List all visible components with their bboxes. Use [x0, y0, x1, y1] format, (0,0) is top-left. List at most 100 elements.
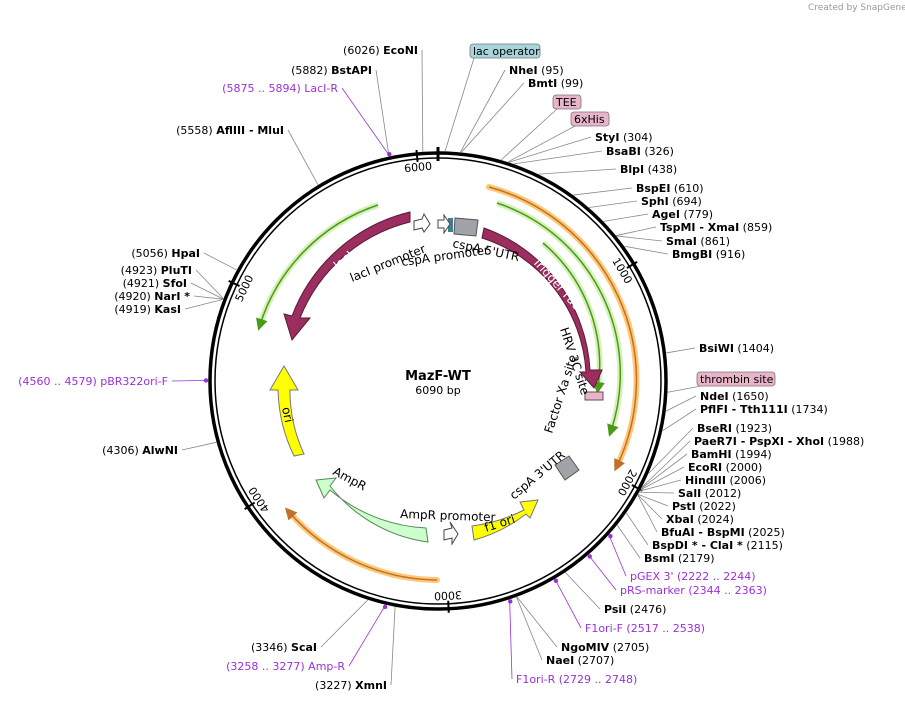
leader-line — [608, 534, 627, 577]
laci-arrow — [283, 211, 411, 342]
site-label: (4921) SfoI — [123, 277, 187, 290]
primer-label: (5875 .. 5894) LacI-R — [222, 82, 338, 95]
leader-line — [573, 187, 633, 196]
site-label: PsiI (2476) — [604, 603, 666, 616]
tick-label-3000: 3000 — [434, 588, 463, 602]
leader-line — [508, 136, 592, 163]
site-label: SalI (2012) — [678, 487, 741, 500]
site-label: BmtI (99) — [528, 77, 583, 90]
ampr-promoter-arrow — [443, 521, 459, 546]
leader-line — [637, 493, 669, 507]
leader-line — [603, 213, 649, 222]
leader-line — [513, 150, 603, 165]
site-label: BspEI (610) — [636, 182, 704, 195]
leader-line — [193, 295, 224, 300]
leader-line — [626, 512, 649, 546]
leader-line — [460, 69, 506, 153]
leader-line — [444, 57, 475, 152]
leader-line — [538, 168, 617, 175]
site-label: AgeI (779) — [652, 208, 713, 221]
cspa-3utr-box — [554, 455, 580, 481]
site-label: XbaI (2024) — [666, 513, 734, 526]
site-label: (5882) BstAPI — [291, 64, 372, 77]
primer-label: pRS-marker (2344 .. 2363) — [620, 584, 767, 597]
site-label: PflFI - Tth111I (1734) — [700, 403, 828, 416]
leader-line — [616, 524, 641, 559]
tick-5000 — [228, 279, 240, 287]
primer-label: pGEX 3' (2222 .. 2244) — [630, 570, 756, 583]
feature-box — [552, 94, 582, 110]
leader-line — [190, 282, 224, 300]
leader-line — [181, 441, 217, 451]
site-label: BseRI (1923) — [697, 422, 772, 435]
site-label: EcoRI (2000) — [688, 461, 762, 474]
orf-arcs — [285, 184, 640, 583]
leader-line — [341, 87, 391, 157]
leader-line — [348, 604, 386, 667]
leader-line — [637, 494, 663, 520]
primer-label: F1ori-R (2729 .. 2748) — [516, 673, 637, 686]
tick-4000 — [244, 501, 256, 511]
site-label: (5558) AflIII - MluI — [176, 124, 284, 137]
leader-line — [320, 599, 369, 648]
site-label: SmaI (861) — [666, 235, 730, 248]
leader-line — [516, 597, 543, 661]
snapgene-credit: Created by SnapGene — [808, 3, 905, 13]
leader-line — [461, 82, 525, 153]
primer-mark — [387, 151, 392, 157]
leader-line — [565, 572, 601, 610]
primer-label: (3258 .. 3277) Amp-R — [226, 660, 345, 673]
leader-line — [588, 200, 638, 208]
lac-operator-mark — [448, 218, 453, 232]
leader-line — [509, 599, 513, 680]
trigger-factor-arrow — [481, 227, 603, 389]
leader-line — [507, 125, 576, 163]
tick-label-6000: 6000 — [404, 160, 433, 176]
primer-mark — [203, 378, 209, 383]
leader-line — [500, 108, 558, 161]
leader-line — [639, 479, 682, 492]
leader-line — [637, 494, 658, 533]
ori-label: ori — [279, 406, 296, 424]
feature-box-label: thrombin site — [700, 373, 774, 386]
site-label: (4920) NarI * — [114, 290, 190, 303]
plasmid-size: 6090 bp — [415, 384, 460, 397]
site-label: NdeI (1650) — [700, 390, 769, 403]
site-label: StyI (304) — [595, 131, 653, 144]
primer-mark — [382, 604, 388, 610]
leader-lines — [171, 49, 702, 686]
site-label: (3227) XmnI — [315, 679, 387, 692]
feature-box — [696, 371, 776, 387]
leader-line — [195, 269, 224, 299]
leader-line — [641, 453, 688, 489]
leader-line — [390, 606, 396, 686]
tick-6000 — [415, 149, 419, 163]
tick-1000 — [626, 261, 638, 269]
site-label: (5056) HpaI — [131, 247, 200, 260]
leader-line — [666, 347, 696, 354]
site-label: NgoMIV (2705) — [561, 641, 649, 654]
site-label: (4919) KasI — [114, 303, 181, 316]
leader-line — [641, 440, 691, 488]
laci-promoter-arrow — [413, 212, 431, 233]
leader-line — [588, 554, 617, 591]
leader-line — [554, 578, 582, 629]
leader-line — [616, 235, 663, 242]
site-label: BsmI (2179) — [644, 552, 715, 565]
ori-arrow — [269, 365, 305, 457]
leader-line — [287, 129, 319, 185]
site-label: PstI (2022) — [672, 500, 736, 513]
primer-mark — [508, 599, 513, 604]
site-label: (6026) EcoNI — [343, 44, 418, 57]
leader-line — [516, 596, 558, 648]
site-label: TspMI - XmaI (859) — [660, 221, 772, 234]
leader-line — [640, 466, 685, 491]
primer-mark — [587, 554, 592, 559]
primer-mark — [608, 534, 613, 539]
ampr-arrow — [315, 477, 429, 543]
features — [269, 211, 604, 546]
primer-mark — [553, 578, 559, 583]
site-label: SphI (694) — [641, 195, 702, 208]
leader-line — [667, 385, 702, 393]
